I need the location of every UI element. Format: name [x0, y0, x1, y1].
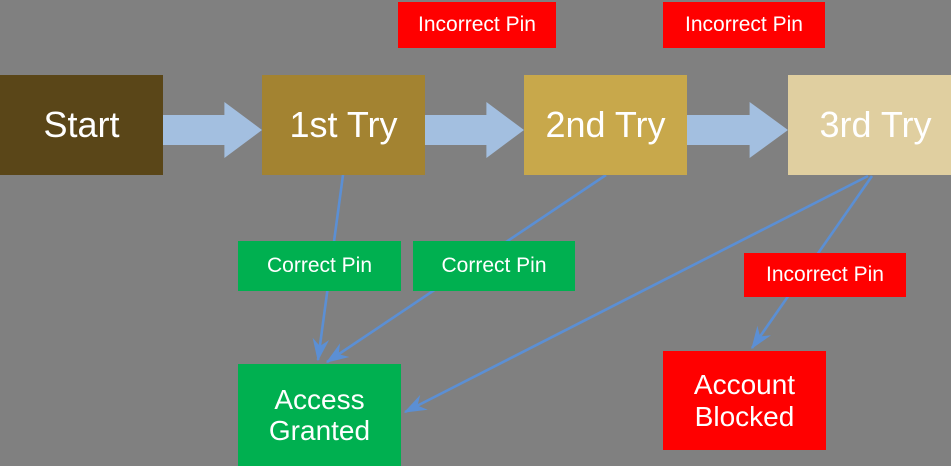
first-try-node[interactable]: 1st Try	[262, 75, 425, 175]
second-try-node[interactable]: 2nd Try	[524, 75, 687, 175]
block-arrow-first-try-to-second-try	[425, 102, 524, 158]
third-try-node[interactable]: 3rd Try	[788, 75, 951, 175]
block-arrow-start-to-first-try	[163, 102, 262, 158]
block-arrow-second-try-to-third-try	[687, 102, 788, 158]
connector-third-try-to-access-granted	[403, 174, 869, 414]
incorrect-pin-label-1: Incorrect Pin	[398, 2, 556, 48]
incorrect-pin-label-2: Incorrect Pin	[663, 2, 825, 48]
incorrect-pin-label-3: Incorrect Pin	[744, 253, 906, 297]
start-node[interactable]: Start	[0, 75, 163, 175]
correct-pin-label-2: Correct Pin	[413, 241, 575, 291]
account-blocked-node[interactable]: Account Blocked	[663, 351, 826, 450]
access-granted-node[interactable]: Access Granted	[238, 364, 401, 466]
correct-pin-label-1: Correct Pin	[238, 241, 401, 291]
